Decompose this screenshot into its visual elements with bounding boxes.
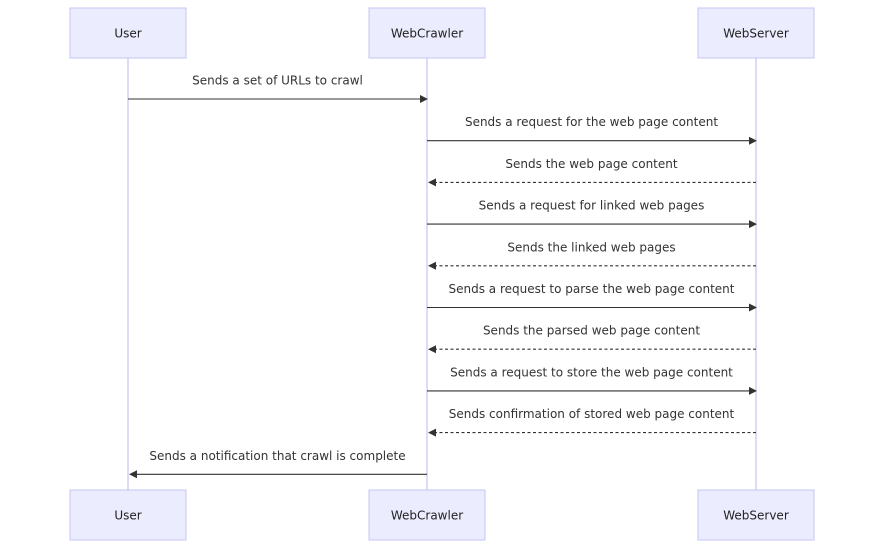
actor-user-top: User [69, 7, 187, 59]
actor-box [697, 489, 815, 541]
message-1: Sends a set of URLs to crawl [128, 74, 428, 103]
message-label: Sends a request for the web page content [465, 115, 718, 129]
actor-user-bottom: User [69, 489, 187, 541]
message-8: Sends a request to store the web page co… [427, 365, 757, 395]
actor-webcrawler-bottom: WebCrawler [368, 489, 486, 541]
arrowhead [749, 303, 757, 312]
actor-label: WebCrawler [391, 509, 463, 523]
message-label: Sends confirmation of stored web page co… [449, 407, 735, 421]
arrowhead [428, 428, 436, 437]
arrowhead [749, 136, 757, 145]
actor-box [368, 7, 486, 59]
actor-label: WebServer [723, 509, 789, 523]
arrowhead [428, 345, 436, 354]
actor-webcrawler-top: WebCrawler [368, 7, 486, 59]
actor-box [368, 489, 486, 541]
arrowhead [749, 386, 757, 395]
arrowhead [420, 95, 428, 103]
actor-label: User [114, 27, 141, 41]
message-label: Sends the linked web pages [507, 240, 675, 254]
actor-box [69, 489, 187, 541]
actors: UserUserWebCrawlerWebCrawlerWebServerWeb… [69, 7, 815, 541]
actor-box [697, 7, 815, 59]
lifelines [127, 58, 757, 490]
arrowhead [428, 261, 436, 270]
message-label: Sends a notification that crawl is compl… [149, 449, 405, 463]
arrowhead [428, 178, 436, 187]
message-9: Sends confirmation of stored web page co… [428, 407, 756, 437]
message-7: Sends the parsed web page content [428, 324, 756, 354]
actor-webserver-bottom: WebServer [697, 489, 815, 541]
message-label: Sends a request to parse the web page co… [449, 282, 735, 296]
arrowhead [749, 220, 757, 229]
message-label: Sends a request for linked web pages [479, 199, 705, 213]
message-10: Sends a notification that crawl is compl… [129, 449, 427, 479]
message-5: Sends the linked web pages [428, 240, 756, 270]
actor-webserver-top: WebServer [697, 7, 815, 59]
actor-label: User [114, 509, 141, 523]
message-2: Sends a request for the web page content [427, 115, 757, 145]
message-label: Sends the web page content [505, 157, 677, 171]
message-6: Sends a request to parse the web page co… [427, 282, 757, 312]
message-label: Sends the parsed web page content [483, 324, 700, 338]
actor-label: WebServer [723, 27, 789, 41]
message-label: Sends a set of URLs to crawl [192, 74, 363, 88]
message-3: Sends the web page content [428, 157, 756, 187]
actor-box [69, 7, 187, 59]
arrowhead [129, 470, 137, 479]
message-label: Sends a request to store the web page co… [450, 365, 733, 379]
actor-label: WebCrawler [391, 27, 463, 41]
message-4: Sends a request for linked web pages [427, 199, 757, 229]
